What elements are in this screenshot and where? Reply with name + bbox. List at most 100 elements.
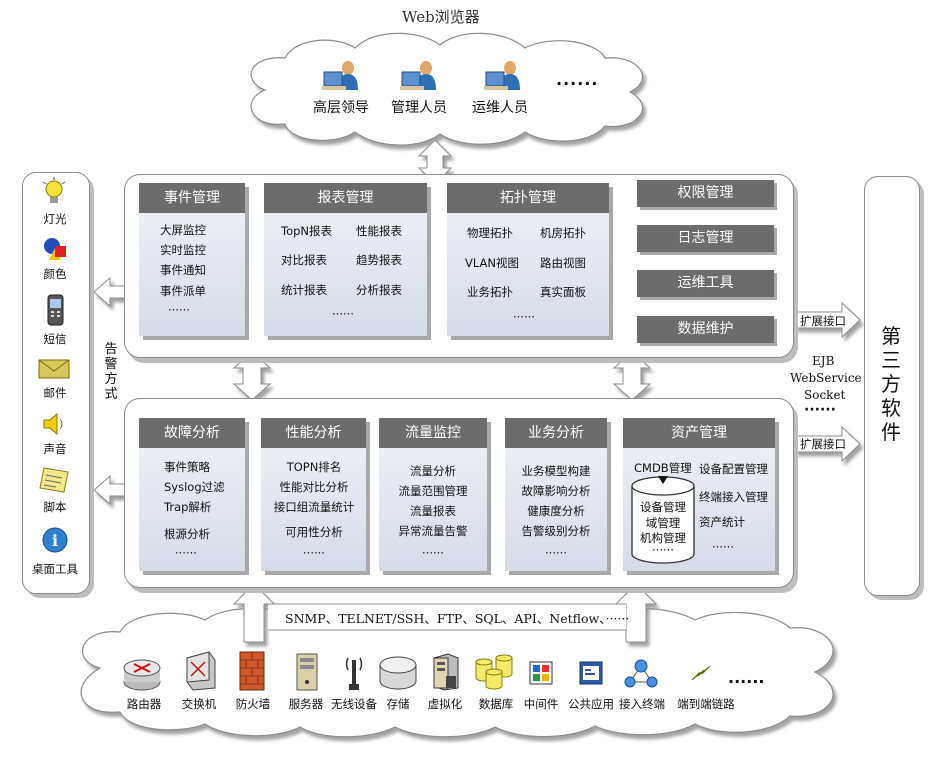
user-label: 运维人员 [472, 100, 528, 116]
envelope-icon [38, 359, 70, 379]
module-item: Syslog过滤 [164, 480, 225, 494]
module-title: 故障分析 [139, 418, 245, 448]
module-item: 事件通知 [160, 263, 206, 277]
module-topology-management: 拓扑管理 [447, 183, 609, 336]
module-item: 路由视图 [540, 256, 586, 270]
protocol-bar [268, 604, 626, 630]
switch-icon [186, 651, 216, 691]
arrow-ext-bottom [794, 425, 861, 463]
arrow-panels-right [612, 351, 652, 401]
module-item: 机房拓扑 [540, 226, 586, 240]
end-to-end-link-icon [691, 665, 711, 681]
extension-interface-label: 扩展接口 [800, 314, 846, 328]
module-item: 可用性分析 [285, 525, 343, 539]
device-label: 中间件 [523, 697, 559, 711]
cylinder-item: 设备管理 [640, 500, 686, 514]
module-item: 事件策略 [164, 460, 210, 474]
module-item: 性能报表 [356, 224, 402, 238]
browser-title: Web浏览器 [402, 8, 480, 26]
third-party-software-box [864, 176, 920, 596]
data-maintenance-bar: 数据维护 [637, 316, 774, 343]
module-item: 告警级别分析 [521, 524, 591, 538]
module-item: 终端接入管理 [699, 490, 768, 504]
module-performance-analysis: 性能分析 [261, 418, 366, 571]
device-label: 防火墙 [235, 697, 271, 711]
module-fault-analysis: 故障分析 [139, 418, 245, 571]
user-computer-icon [400, 61, 436, 90]
device-label: 虚拟化 [427, 697, 463, 711]
info-icon: i [42, 527, 68, 553]
arrow-to-alert-bottom [93, 474, 129, 506]
wireless-icon [345, 657, 363, 690]
alert-label: 灯光 [43, 212, 67, 226]
lightbulb-icon [42, 177, 66, 203]
alert-label: 颜色 [43, 267, 67, 281]
alert-label: 脚本 [43, 500, 67, 514]
alert-label: 邮件 [43, 386, 67, 400]
module-title: 资产管理 [623, 418, 775, 448]
module-item: 大屏监控 [160, 223, 206, 237]
module-item: Trap解析 [164, 500, 212, 514]
module-item: 流量范围管理 [398, 484, 468, 498]
device-label: 路由器 [126, 697, 162, 711]
module-item: 异常流量告警 [398, 524, 468, 538]
virtualization-icon [433, 653, 459, 691]
mobile-phone-icon [47, 294, 64, 326]
protocol-socket: Socket [804, 388, 846, 402]
alert-label: 短信 [43, 332, 67, 346]
alert-label: 桌面工具 [32, 562, 78, 576]
module-item: 趋势报表 [356, 253, 402, 267]
module-title: 性能分析 [261, 418, 366, 448]
module-title: 事件管理 [139, 183, 245, 213]
cmdb-label: CMDB管理 [634, 461, 692, 475]
color-shapes-icon [44, 238, 66, 260]
protocol-ejb: EJB [812, 354, 835, 368]
module-item: ······ [168, 303, 190, 317]
user-computer-icon [322, 61, 358, 90]
module-report-management: 报表管理 [264, 183, 427, 336]
module-item: 设备配置管理 [699, 462, 768, 476]
device-label: 存储 [386, 697, 410, 711]
module-item: ······ [545, 546, 567, 560]
cylinder-item: 机构管理 [640, 531, 686, 545]
module-item: TOPN排名 [286, 460, 342, 474]
module-item: 事件派单 [160, 284, 206, 298]
permission-management-bar: 权限管理 [637, 180, 774, 207]
arrow-to-alert-top [93, 276, 129, 308]
protocol-bar-text: SNMP、TELNET/SSH、FTP、SQL、API、Netflow、····… [285, 611, 630, 626]
database-icon [475, 654, 513, 690]
user-label: 高层领导 [313, 100, 369, 116]
device-label: 无线设备 [331, 697, 377, 711]
cylinder-item: ······ [652, 543, 674, 557]
router-icon [123, 659, 161, 691]
module-business-analysis: 业务分析 [505, 418, 607, 571]
middleware-icon [529, 661, 553, 685]
user-computer-icon [484, 61, 520, 90]
device-label: 接入终端 [619, 697, 665, 711]
module-item: 物理拓扑 [467, 226, 513, 240]
module-item: ······ [422, 546, 444, 560]
module-item: ······ [332, 307, 354, 321]
module-title: 业务分析 [505, 418, 607, 448]
arrow-panels-left [232, 351, 272, 401]
firewall-icon [239, 651, 265, 691]
module-item: 实时监控 [160, 243, 206, 257]
module-item: 根源分析 [164, 527, 210, 541]
module-item: 资产统计 [699, 515, 745, 529]
module-item: ······ [712, 540, 734, 554]
module-title: 拓扑管理 [447, 183, 609, 213]
module-item: 接口组流量统计 [273, 500, 355, 514]
extension-interface-label: 扩展接口 [800, 437, 846, 451]
module-item: ······ [175, 546, 197, 560]
ops-tools-bar: 运维工具 [637, 270, 774, 297]
access-terminal-icon [624, 659, 658, 688]
module-item: 真实面板 [540, 285, 586, 299]
module-title: 流量监控 [379, 418, 487, 448]
module-item: TopN报表 [281, 224, 333, 238]
arrow-ext-top [794, 301, 861, 339]
device-label: 公共应用 [568, 697, 614, 711]
module-item: 健康度分析 [527, 504, 585, 518]
module-item: VLAN视图 [465, 256, 520, 270]
module-item: 分析报表 [356, 283, 402, 297]
module-item: 性能对比分析 [279, 480, 349, 494]
